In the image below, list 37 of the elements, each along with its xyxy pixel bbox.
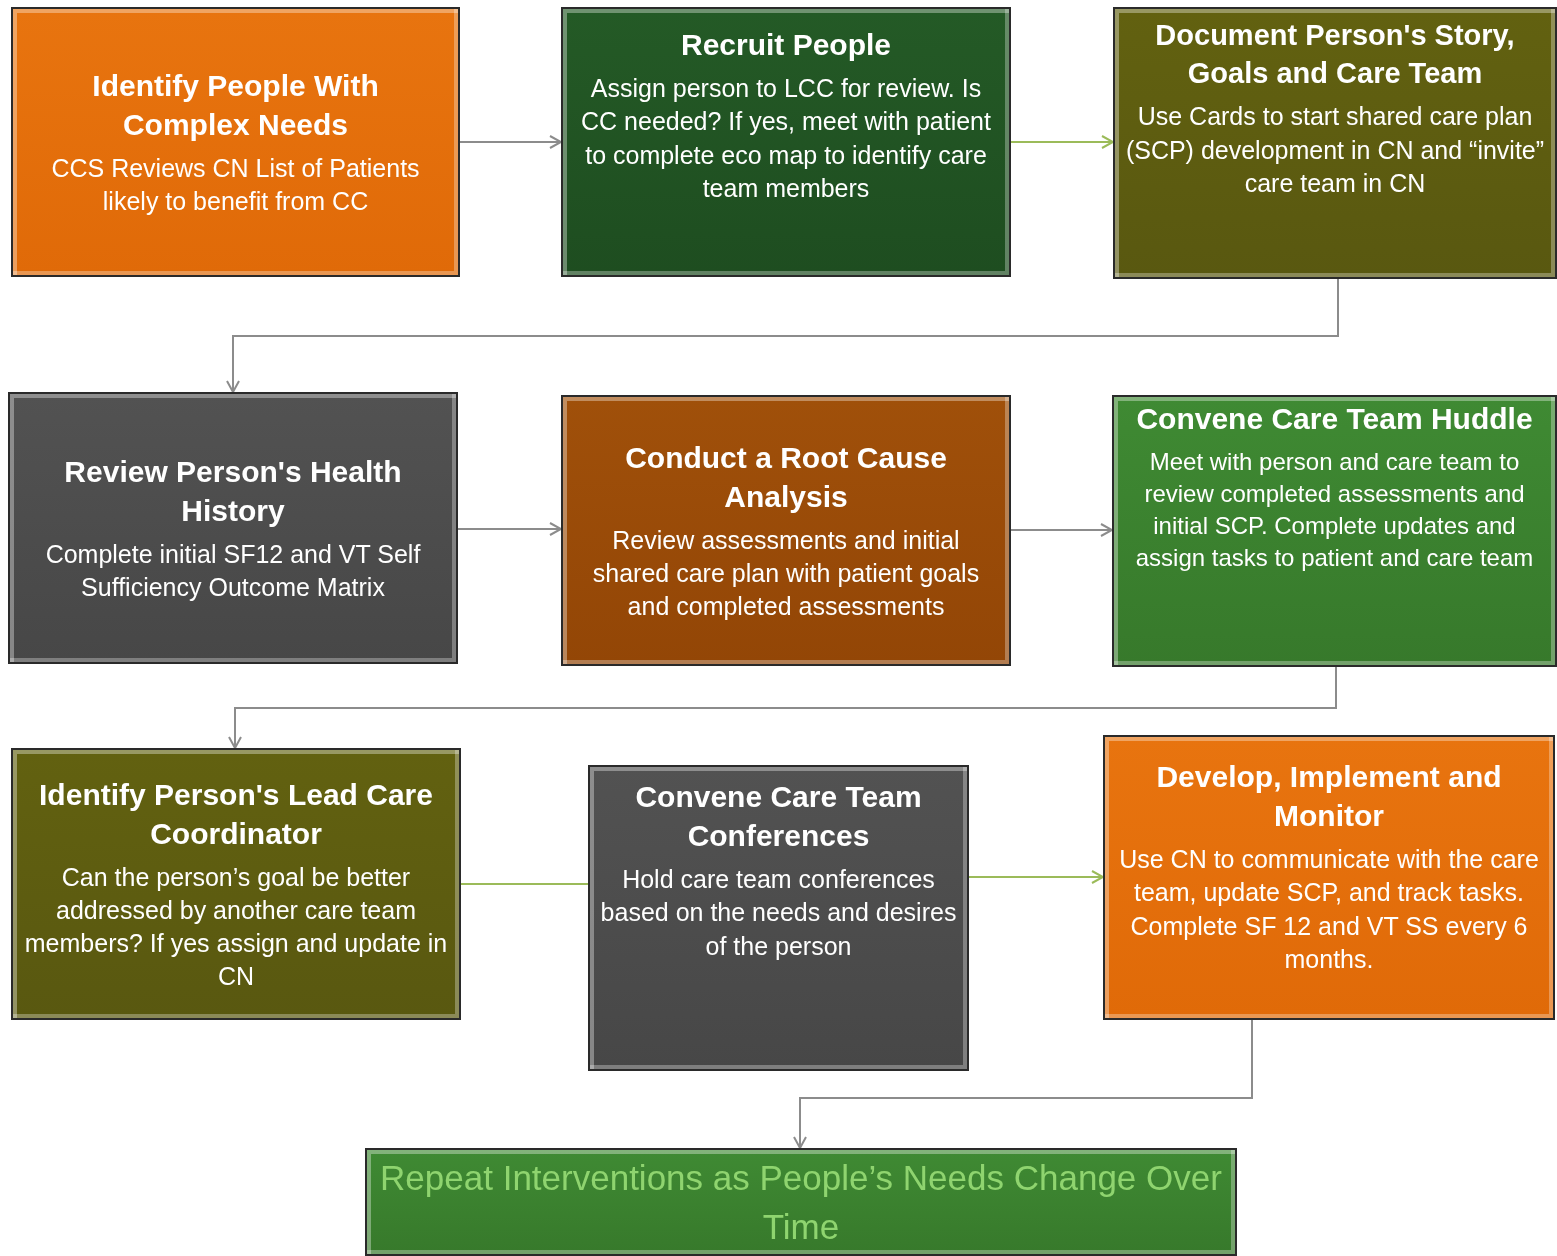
box-title: Convene Care Team Huddle bbox=[1136, 401, 1533, 437]
process-box bbox=[561, 7, 1011, 277]
process-box bbox=[365, 1148, 1237, 1256]
connector-arrow bbox=[228, 666, 1337, 749]
connector-arrow bbox=[968, 870, 1104, 884]
box-title: Identify Person's Lead Care Coordinator bbox=[38, 776, 434, 852]
box-description: Use Cards to start shared care plan (SCP) development in CN and “invite” care team in CN bbox=[1124, 101, 1546, 199]
box-title: Identify People With Complex Needs bbox=[91, 67, 380, 143]
box-description: Complete initial SF12 and VT Self Sufficiency Outcome Matrix bbox=[44, 538, 422, 603]
box-description: Hold care team conferences based on the needs and desires of the person bbox=[600, 864, 957, 962]
box-title: Develop, Implement and Monitor bbox=[1155, 759, 1503, 834]
connector-arrow bbox=[1010, 135, 1114, 149]
process-box bbox=[561, 395, 1011, 666]
process-box bbox=[8, 392, 458, 664]
box-description: Can the person’s goal be better addressed by another care team members? If yes assign and update in CN bbox=[23, 861, 449, 993]
box-title: Recruit People bbox=[680, 27, 892, 63]
process-box bbox=[1112, 395, 1557, 667]
connector-arrow bbox=[226, 278, 1339, 393]
process-box bbox=[11, 748, 461, 1020]
box-title: Document Person's Story, Goals and Care Team bbox=[1154, 18, 1516, 91]
box-description: Review assessments and initial shared care plan with patient goals and completed assessments bbox=[591, 524, 981, 623]
box-description: Assign person to LCC for review. Is CC needed? If yes, meet with patient to complete eco map to identify care team members bbox=[580, 73, 992, 204]
process-box bbox=[11, 7, 460, 277]
connector-arrow bbox=[459, 135, 562, 149]
box-description: Use CN to communicate with the care team, update SCP, and track tasks. Complete SF 12 and VT SS every 6 months. bbox=[1118, 844, 1540, 975]
process-box bbox=[1113, 7, 1557, 279]
process-box bbox=[588, 765, 969, 1071]
connector-arrow bbox=[457, 522, 562, 536]
process-box bbox=[1103, 735, 1555, 1020]
box-title: Review Person's Health History bbox=[63, 453, 403, 529]
box-title: Conduct a Root Cause Analysis bbox=[624, 439, 948, 515]
box-title: Convene Care Team Conferences bbox=[634, 779, 923, 854]
box-description: CCS Reviews CN List of Patients likely to benefit from CC bbox=[50, 152, 421, 217]
box-description: Meet with person and care team to review completed assessments and initial SCP. Complete updates and assign tasks to patient and care team bbox=[1134, 447, 1535, 573]
connector-arrow bbox=[1010, 523, 1113, 537]
connector-arrow bbox=[793, 1019, 1253, 1149]
box-title: Repeat Interventions as People’s Needs Change Over Time bbox=[379, 1157, 1223, 1248]
